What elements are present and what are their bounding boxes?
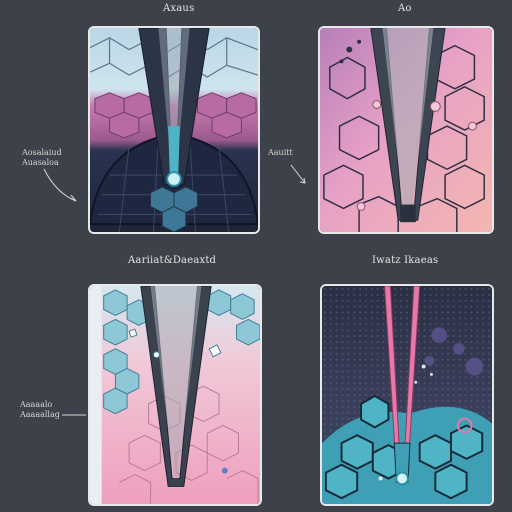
side-label-line: Auasaloa xyxy=(22,158,59,167)
side-label-line: Aaaaallag xyxy=(20,410,60,419)
caption-top-right: Ao xyxy=(398,3,412,14)
side-label-bottom-left: Aaaaalo Aaaaallag xyxy=(20,400,60,420)
arrow-bottom-left xyxy=(62,414,86,416)
hexagonal-cells-illustration xyxy=(320,28,492,232)
hexagonal-cells-illustration xyxy=(90,28,258,232)
caption-bottom-right: Iwatz Ikaeas xyxy=(372,255,439,266)
hexagonal-cells-illustration xyxy=(322,286,492,504)
illustration-panel-top-right xyxy=(318,26,494,234)
side-label-line: Aaaaalo xyxy=(20,400,53,409)
illustration-panel-top-left xyxy=(88,26,260,234)
side-label-top-left: Aosalaiud Auasaloa xyxy=(22,148,62,168)
illustration-panel-bottom-right xyxy=(320,284,494,506)
side-label-line: Aauitt xyxy=(268,148,293,157)
arrow-top-right xyxy=(290,164,306,184)
hexagonal-cells-illustration xyxy=(90,286,260,504)
caption-top-left: Axaus xyxy=(163,3,195,14)
side-label-line: Aosalaiud xyxy=(22,148,62,157)
illustration-panel-bottom-left xyxy=(88,284,262,506)
side-label-top-right: Aauitt xyxy=(268,148,293,158)
caption-bottom-left: Aariiat&Daeaxtd xyxy=(128,255,217,266)
arrow-top-left xyxy=(43,168,77,202)
